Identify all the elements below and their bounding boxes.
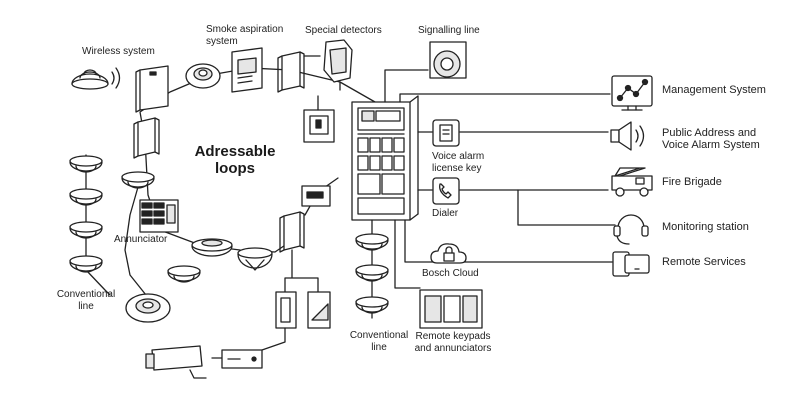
loop-detector-2-icon [237, 247, 273, 271]
bosch-cloud-label: Bosch Cloud [422, 268, 479, 279]
wireless-system-label: Wireless system [82, 46, 155, 57]
signalling-line-connector [384, 69, 429, 103]
conventional-line-bottom-label: Conventional line [349, 330, 409, 353]
special-detector-icon [323, 39, 353, 91]
conventional-detectors-bottom [355, 233, 389, 314]
fire-truck-icon [611, 167, 653, 197]
output-label-monitoring: Monitoring station [662, 221, 749, 233]
wireless-gateway-icon [135, 65, 169, 113]
headset-icon [613, 214, 649, 245]
aspiration-unit-icon [231, 47, 263, 93]
call-point-icon [303, 109, 335, 143]
remote-keypads-label: Remote keypads and annunciators [414, 331, 492, 354]
devices-icon [612, 251, 650, 277]
loop-title: Adressable loops [194, 143, 276, 177]
fire-panel [351, 95, 419, 221]
output-label-public-address: Public Address and Voice Alarm System [662, 127, 760, 151]
output-label-remote-services: Remote Services [662, 256, 746, 268]
conventional-base-detector-icon [125, 293, 171, 323]
output-label-management: Management System [662, 84, 766, 96]
special-detectors-label: Special detectors [305, 25, 382, 36]
dialer-label: Dialer [432, 208, 459, 219]
speaker-icon [610, 121, 645, 151]
signalling-line-label: Signalling line [418, 25, 480, 36]
remote-keypads-icon [419, 289, 483, 329]
loop-module-bottom [279, 211, 305, 253]
loop-module-top [277, 51, 305, 93]
dialer-icon [432, 177, 460, 205]
smoke-aspiration-label: Smoke aspiration system [206, 24, 284, 47]
output-connectors [399, 93, 616, 263]
loop-detector-1-icon [191, 238, 233, 257]
loop-module-left [133, 117, 160, 159]
door-holder-devices [275, 249, 331, 329]
voice-alarm-key-label: Voice alarm license key [432, 151, 485, 174]
management-system-icon [611, 75, 653, 111]
signalling-siren-icon [429, 41, 467, 79]
conventional-line-left-label: Conventional line [56, 289, 116, 312]
annunciator-icon [139, 199, 179, 233]
annunciator-label: Annunciator [114, 234, 168, 245]
output-label-fire-brigade: Fire Brigade [662, 176, 722, 188]
cctv-camera-icon [145, 345, 207, 379]
conventional-line-left [85, 154, 151, 301]
conventional-detectors-left [69, 155, 201, 283]
loop-display-module [301, 185, 331, 207]
cloud-icon [430, 243, 467, 264]
wireless-detector-icon [71, 67, 121, 90]
voice-alarm-key-icon [432, 119, 460, 147]
video-recorder-icon [221, 349, 263, 369]
aspiration-detector-icon [185, 63, 221, 89]
